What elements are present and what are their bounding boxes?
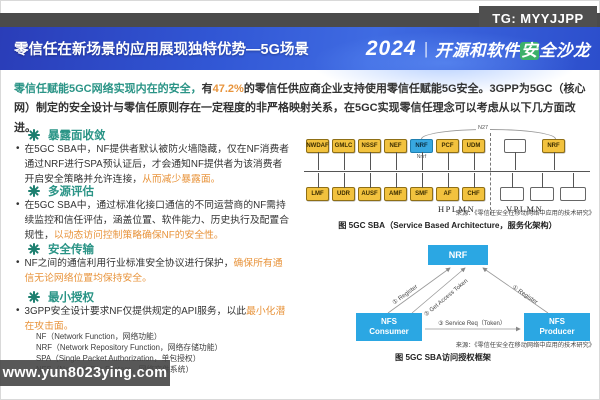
logo-green-highlight: 安 bbox=[520, 41, 539, 60]
section-bullet-transport: • NF之间的通信利用行业标准安全协议进行保护，确保所有通信无论网络位置均保持安… bbox=[16, 257, 283, 285]
section-title: 暴露面收敛 bbox=[48, 130, 106, 142]
asterisk-star-icon bbox=[28, 185, 40, 197]
sba-node: NEF bbox=[384, 139, 407, 170]
logo-year: 2024 bbox=[365, 36, 417, 60]
section-title: 多源评估 bbox=[48, 186, 94, 198]
register-right-label: ① Register bbox=[511, 284, 539, 306]
sba-node: AF bbox=[436, 173, 459, 201]
logo-text: 开源和软件安全沙龙 bbox=[435, 41, 590, 60]
register-left-label: ① Register bbox=[391, 283, 419, 306]
section-bullet-exposure: • 在5GC SBA中，NF提供者默认被防火墙隐藏，仅在NF消费者通过NRF进行… bbox=[16, 143, 290, 186]
sba-node: AUSF bbox=[358, 173, 381, 201]
sba-node: AMF bbox=[384, 173, 407, 201]
hplmn-label: HPLMN bbox=[438, 204, 476, 214]
telegram-badge-label: TG: MYYJJPP bbox=[492, 11, 584, 26]
sba-node: NSSF bbox=[358, 139, 381, 170]
nrf-box: NRF bbox=[428, 245, 488, 265]
sba-node-empty bbox=[504, 139, 526, 170]
sba-node: CHF bbox=[462, 173, 485, 201]
footnote: SPA（Single Packet Authorization，单包授权） bbox=[36, 354, 201, 364]
service-request-label: ③ Service Req（Token） bbox=[438, 320, 506, 327]
sba-node: UDM bbox=[462, 139, 485, 170]
section-bullet-least-privilege: • 3GPP安全设计要求NF仅提供规定的API服务，以此最小化潜在攻击面。 bbox=[16, 305, 286, 333]
sba-node: LMF bbox=[306, 173, 329, 201]
nfs-producer-box: NFS Producer bbox=[524, 313, 590, 341]
section-heading-transport: 安全传输 bbox=[28, 241, 94, 257]
footnote: NF（Network Function，网络功能） bbox=[36, 332, 162, 341]
section-title: 最小授权 bbox=[48, 292, 94, 304]
get-token-arrow bbox=[411, 267, 466, 314]
page-title: 零信任在新场景的应用展现独特优势—5G场景 bbox=[14, 42, 309, 58]
n27-label: N27 bbox=[476, 125, 491, 131]
header-bar: 零信任在新场景的应用展现独特优势—5G场景 2024 | 开源和软件安全沙龙 bbox=[0, 27, 600, 95]
sba-node-empty bbox=[560, 173, 586, 201]
sba-node-empty bbox=[500, 173, 524, 201]
auth-source-note: 来源：《零信任安全在移动网络中应用的技术研究》 bbox=[455, 342, 595, 349]
event-logo: 2024 | 开源和软件安全沙龙 bbox=[366, 27, 590, 70]
nrf-node-blue: NRF bbox=[410, 139, 433, 170]
section-bullet-multisource: • 在5GC SBA中，通过标准化接口通信的不同运营商的NF需持续监控和信任评估… bbox=[16, 199, 290, 242]
vplmn-nrf-node: NRF bbox=[542, 139, 565, 170]
register-arrow-right bbox=[482, 267, 549, 314]
footnote: NRF（Network Repository Function，网络存储功能） bbox=[36, 343, 223, 353]
vplmn-label: VPLMN bbox=[506, 204, 544, 214]
register-arrow-left bbox=[387, 267, 451, 314]
sba-caption: 图 5GC SBA（Service Based Architecture，服务化… bbox=[338, 221, 557, 230]
telegram-badge: TG: MYYJJPP bbox=[479, 6, 597, 31]
sba-node: UDR bbox=[332, 173, 355, 201]
section-heading-multisource: 多源评估 bbox=[28, 183, 94, 199]
logo-divider: | bbox=[423, 38, 428, 58]
sba-node: GMLC bbox=[332, 139, 355, 170]
section-title: 安全传输 bbox=[48, 244, 94, 256]
auth-arrows-canvas: ① Register ② Get Access Token ① Register… bbox=[387, 267, 549, 332]
auth-caption: 图 5GC SBA访问授权框架 bbox=[395, 353, 491, 362]
intro-stat: 47.2% bbox=[212, 83, 244, 95]
sba-node-empty bbox=[530, 173, 554, 201]
sba-node: PCF bbox=[436, 139, 459, 170]
sba-authorization-diagram: ① Register ② Get Access Token ① Register… bbox=[352, 243, 595, 347]
intro-paragraph: 零信任赋能5GC网络实现内在的安全，有47.2%的零信任供应商企业支持使用零信任… bbox=[14, 83, 586, 134]
nfs-consumer-box: NFS Consumer bbox=[356, 313, 422, 341]
section-heading-exposure: 暴露面收敛 bbox=[28, 127, 106, 143]
asterisk-star-icon bbox=[28, 129, 40, 141]
watermark-url: www.yun8023ying.com bbox=[0, 360, 170, 386]
service-bus-line bbox=[304, 171, 590, 172]
sba-node: SMF bbox=[410, 173, 433, 201]
nnrf-label: Nnrf bbox=[416, 154, 427, 160]
sba-node: NWDAF bbox=[306, 139, 329, 170]
top-gray-strip bbox=[0, 13, 600, 27]
sba-source-note: 来源：《零信任安全在移动网络中应用的技术研究》 bbox=[455, 210, 595, 217]
asterisk-star-icon bbox=[28, 291, 40, 303]
plmn-divider-dashed-line bbox=[490, 133, 491, 215]
intro-lead: 零信任赋能5GC网络实现内在的安全， bbox=[14, 83, 202, 95]
sba-architecture-diagram: N27 NWDAF GMLC NSSF NEF NRF PCF UDM Nnrf… bbox=[300, 125, 595, 227]
section-heading-least-privilege: 最小授权 bbox=[28, 289, 94, 305]
asterisk-star-icon bbox=[28, 243, 40, 255]
